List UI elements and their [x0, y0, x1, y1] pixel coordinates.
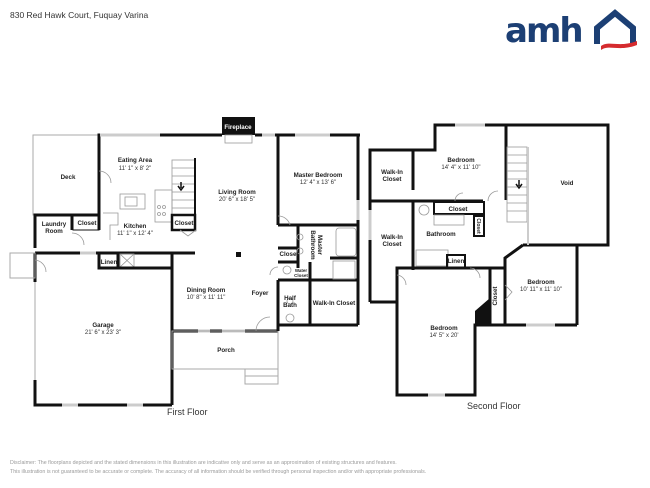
eating-area-label: Eating Area [118, 157, 153, 164]
laundry-room-label-1: Laundry [42, 221, 67, 228]
closet-laundry-label: Closet [78, 220, 97, 227]
linen-label-second: Linen [448, 258, 465, 265]
closet-2-label: Closet [475, 218, 481, 234]
half-bath-label-1: Half [284, 295, 297, 302]
disclaimer-line-2: This illustration is not guaranteed to b… [10, 468, 427, 475]
stairs-second-floor [506, 146, 529, 245]
dining-room-dims: 10' 8" x 11' 11" [187, 295, 226, 301]
logo-text: amh [505, 11, 584, 51]
foyer-label: Foyer [252, 290, 269, 297]
bedroom-1-label: Bedroom [447, 157, 475, 164]
walk-in-closet-1-label-2: Closet [383, 176, 402, 183]
stairs-down-arrow-icon [177, 182, 185, 192]
stairs-first-floor [171, 158, 196, 216]
master-bedroom-dims: 12' 4" x 13' 6" [300, 180, 336, 186]
master-bathroom-label-1: Master [316, 235, 323, 256]
disclaimer-line-1: Disclaimer: The floorplans depicted and … [10, 460, 397, 466]
walk-in-closet-2-label-1: Walk-In [381, 234, 403, 241]
dining-room-label: Dining Room [187, 287, 226, 294]
bedroom-3-dims: 14' 5" x 20' [429, 333, 458, 339]
fireplace-label: Fireplace [224, 124, 252, 131]
disclaimer: Disclaimer: The floorplans depicted and … [10, 459, 426, 476]
laundry-room-label-2: Room [45, 228, 63, 235]
linen-label-first: Linen [101, 259, 118, 266]
walk-in-closet-2-label-2: Closet [383, 241, 402, 248]
bedroom-1-dims: 14' 4" x 11' 10" [441, 165, 480, 171]
bathroom-label: Bathroom [426, 231, 456, 238]
bedroom-2-label: Bedroom [527, 279, 555, 286]
garage-label: Garage [92, 322, 114, 329]
first-floor-plan [9, 117, 360, 407]
amh-logo: amh [505, 8, 640, 53]
water-closet-label-2: Closet [294, 273, 308, 278]
closet-master-label: Closet [280, 251, 299, 258]
stairs-down-arrow-icon-2 [515, 180, 523, 190]
living-room-label: Living Room [218, 189, 256, 196]
kitchen-dims: 11' 1" x 12' 4" [117, 231, 153, 237]
closet-1-label: Closet [449, 206, 468, 213]
deck-label: Deck [61, 174, 76, 181]
first-floor-title: First Floor [167, 407, 208, 417]
walk-in-closet-1-label-1: Walk-In [381, 169, 403, 176]
master-bedroom-label: Master Bedroom [294, 172, 343, 179]
living-room-dims: 20' 6" x 18' 5" [219, 197, 255, 203]
closet-stairs-label: Closet [175, 220, 194, 227]
bedroom-2-dims: 10' 11" x 11' 10" [520, 287, 562, 293]
closet-3-label: Closet [492, 287, 499, 306]
property-address: 830 Red Hawk Court, Fuquay Varina [10, 10, 149, 20]
house-roof-icon [594, 9, 637, 50]
garage-dims: 21' 6" x 23' 3" [85, 330, 121, 336]
half-bath-label-2: Bath [283, 302, 297, 309]
void-label: Void [561, 180, 574, 187]
eating-area-dims: 11' 1" x 8' 2" [119, 166, 151, 172]
fireplace-block [222, 117, 255, 135]
walk-in-closet-label: Walk-In Closet [313, 300, 355, 307]
master-bathroom-label-2: Bathroom [309, 230, 316, 260]
kitchen-label: Kitchen [124, 223, 147, 230]
second-floor-plan [368, 123, 610, 397]
bedroom-3-label: Bedroom [430, 325, 458, 332]
second-floor-title: Second Floor [467, 401, 521, 411]
porch-label: Porch [217, 347, 235, 354]
water-closet-label-1: Water [295, 268, 308, 273]
